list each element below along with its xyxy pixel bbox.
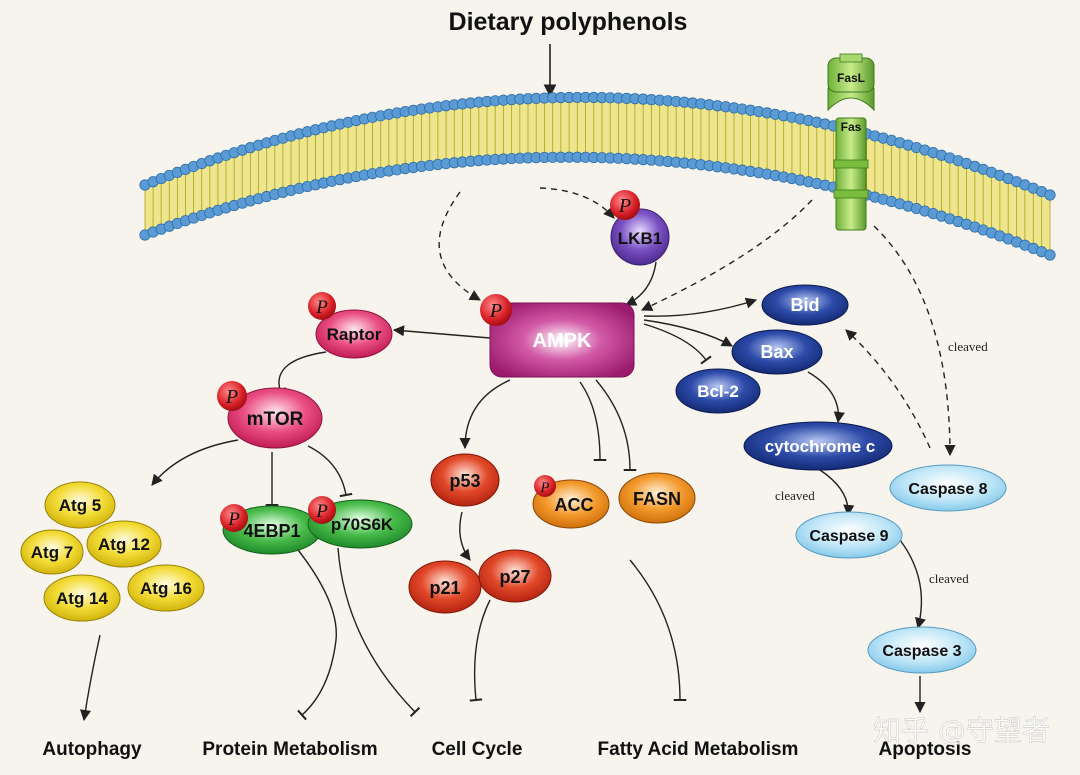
outcome-autophagy: Autophagy — [42, 739, 142, 760]
phospho-badge-mtor: P — [217, 381, 247, 411]
bcl2-label: Bcl-2 — [697, 382, 739, 401]
outcome-apoptosis: Apoptosis — [879, 739, 972, 760]
outcomes: Autophagy Protein Metabolism Cell Cycle … — [42, 739, 971, 760]
node-p21: p21 — [408, 560, 482, 614]
cleaved-label-mid: cleaved — [775, 488, 815, 503]
phospho-p: P — [315, 297, 328, 318]
fasn-label: FASN — [633, 489, 681, 509]
node-bax: Bax — [731, 329, 823, 375]
outcome-cell-cycle: Cell Cycle — [432, 739, 523, 760]
fas-label: Fas — [841, 120, 862, 134]
p53-label: p53 — [449, 471, 480, 491]
cleaved-label-low: cleaved — [929, 571, 969, 586]
atg12-label: Atg 12 — [98, 535, 150, 554]
node-p27: p27 — [478, 549, 552, 603]
node-raptor: Raptor — [315, 309, 393, 359]
mtor-label: mTOR — [247, 409, 304, 430]
bax-label: Bax — [760, 342, 793, 362]
phospho-p: P — [539, 480, 549, 496]
node-mtor: mTOR — [227, 387, 323, 449]
atg16-label: Atg 16 — [140, 579, 192, 598]
phospho-badge-4ebp1: P — [220, 504, 248, 532]
phospho-p: P — [315, 501, 328, 522]
4ebp1-label: 4EBP1 — [243, 521, 300, 541]
node-caspase-8: Caspase 8 — [889, 464, 1007, 512]
phospho-p: P — [227, 509, 240, 530]
phospho-p: P — [489, 300, 502, 322]
edges — [79, 187, 956, 722]
node-cytochrome-c: cytochrome c — [743, 421, 893, 471]
acc-label: ACC — [555, 495, 594, 515]
outcome-fatty-acid-metabolism: Fatty Acid Metabolism — [598, 739, 799, 760]
atg7-label: Atg 7 — [31, 543, 74, 562]
caspase-8-label: Caspase 8 — [908, 481, 987, 498]
p27-label: p27 — [499, 567, 530, 587]
fas-receptor: FasL Fas — [827, 53, 875, 231]
fasl-label: FasL — [837, 71, 865, 85]
phospho-badges: P P P P P P P — [217, 190, 640, 532]
p21-label: p21 — [429, 578, 460, 598]
phospho-badge-ampk: P — [480, 294, 512, 326]
atg5-label: Atg 5 — [59, 496, 102, 515]
node-atg5: Atg 5 — [44, 481, 116, 529]
lipid-head — [1044, 189, 1056, 201]
outcome-protein-metabolism: Protein Metabolism — [202, 739, 377, 760]
node-caspase-3: Caspase 3 — [867, 626, 977, 674]
phospho-badge-acc: P — [534, 475, 556, 497]
node-bcl2: Bcl-2 — [675, 368, 761, 414]
cell-membrane — [139, 91, 1056, 261]
diagram-title: Dietary polyphenols — [449, 8, 688, 36]
lkb1-label: LKB1 — [618, 229, 662, 248]
node-bid: Bid — [761, 284, 849, 326]
caspase-9-label: Caspase 9 — [809, 528, 888, 545]
phospho-badge-p70s6k: P — [308, 496, 336, 524]
node-caspase-9: Caspase 9 — [795, 511, 903, 559]
lipid-head — [1044, 249, 1056, 261]
node-atg14: Atg 14 — [43, 574, 121, 622]
ampk-label: AMPK — [533, 330, 592, 352]
raptor-label: Raptor — [327, 325, 382, 344]
node-lkb1: LKB1 — [610, 208, 670, 266]
watermark: 知乎 @守望者 — [873, 714, 1050, 747]
bid-label: Bid — [791, 295, 820, 315]
phospho-p: P — [618, 195, 631, 217]
node-atg12: Atg 12 — [86, 520, 162, 568]
phospho-badge-lkb1: P — [610, 190, 640, 220]
cleaved-label-top: cleaved — [948, 339, 988, 354]
atg14-label: Atg 14 — [56, 589, 109, 608]
node-fasn: FASN — [618, 472, 696, 524]
node-ampk: AMPK — [489, 302, 635, 378]
phospho-p: P — [225, 386, 238, 408]
caspase-3-label: Caspase 3 — [882, 643, 961, 660]
node-atg16: Atg 16 — [127, 564, 205, 612]
phospho-badge-raptor: P — [308, 292, 336, 320]
node-atg7: Atg 7 — [20, 529, 84, 575]
p70s6k-label: p70S6K — [331, 515, 394, 534]
cytochrome-c-label: cytochrome c — [765, 437, 876, 456]
node-p53: p53 — [430, 453, 500, 507]
